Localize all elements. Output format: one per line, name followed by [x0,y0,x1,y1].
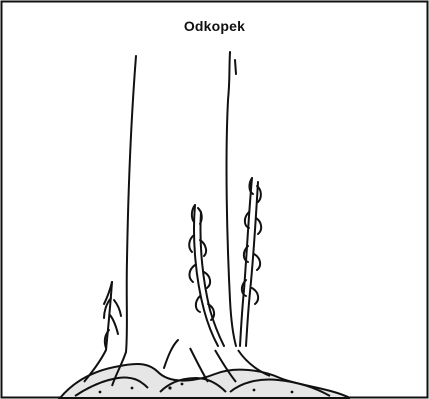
soil-mound [60,348,350,398]
figure-title: Odkopek [0,18,429,34]
mother-trunk [126,56,178,368]
left-rooted-shoot [104,282,121,350]
middle-rooted-shoot [189,205,224,346]
layered-shoot [227,52,236,346]
right-rooted-shoot [240,178,261,346]
